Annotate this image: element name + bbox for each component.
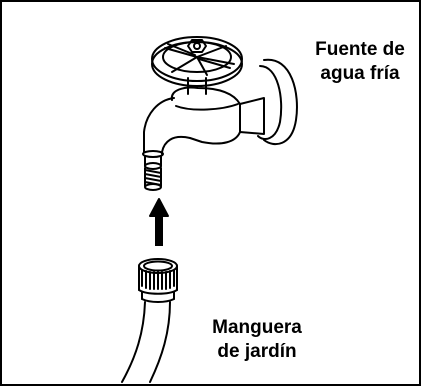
hose-label: Manguera de jardín xyxy=(192,316,322,364)
cold-water-faucet-icon xyxy=(142,36,298,191)
up-arrow-icon xyxy=(149,198,169,246)
hose-label-line-2: de jardín xyxy=(217,341,297,362)
garden-hose-icon xyxy=(121,258,178,383)
faucet-label-line-1: Fuente de xyxy=(315,39,405,60)
hose-label-line-1: Manguera xyxy=(212,317,302,338)
faucet-label-line-2: agua fría xyxy=(320,63,400,84)
faucet-label: Fuente de agua fría xyxy=(300,38,419,86)
